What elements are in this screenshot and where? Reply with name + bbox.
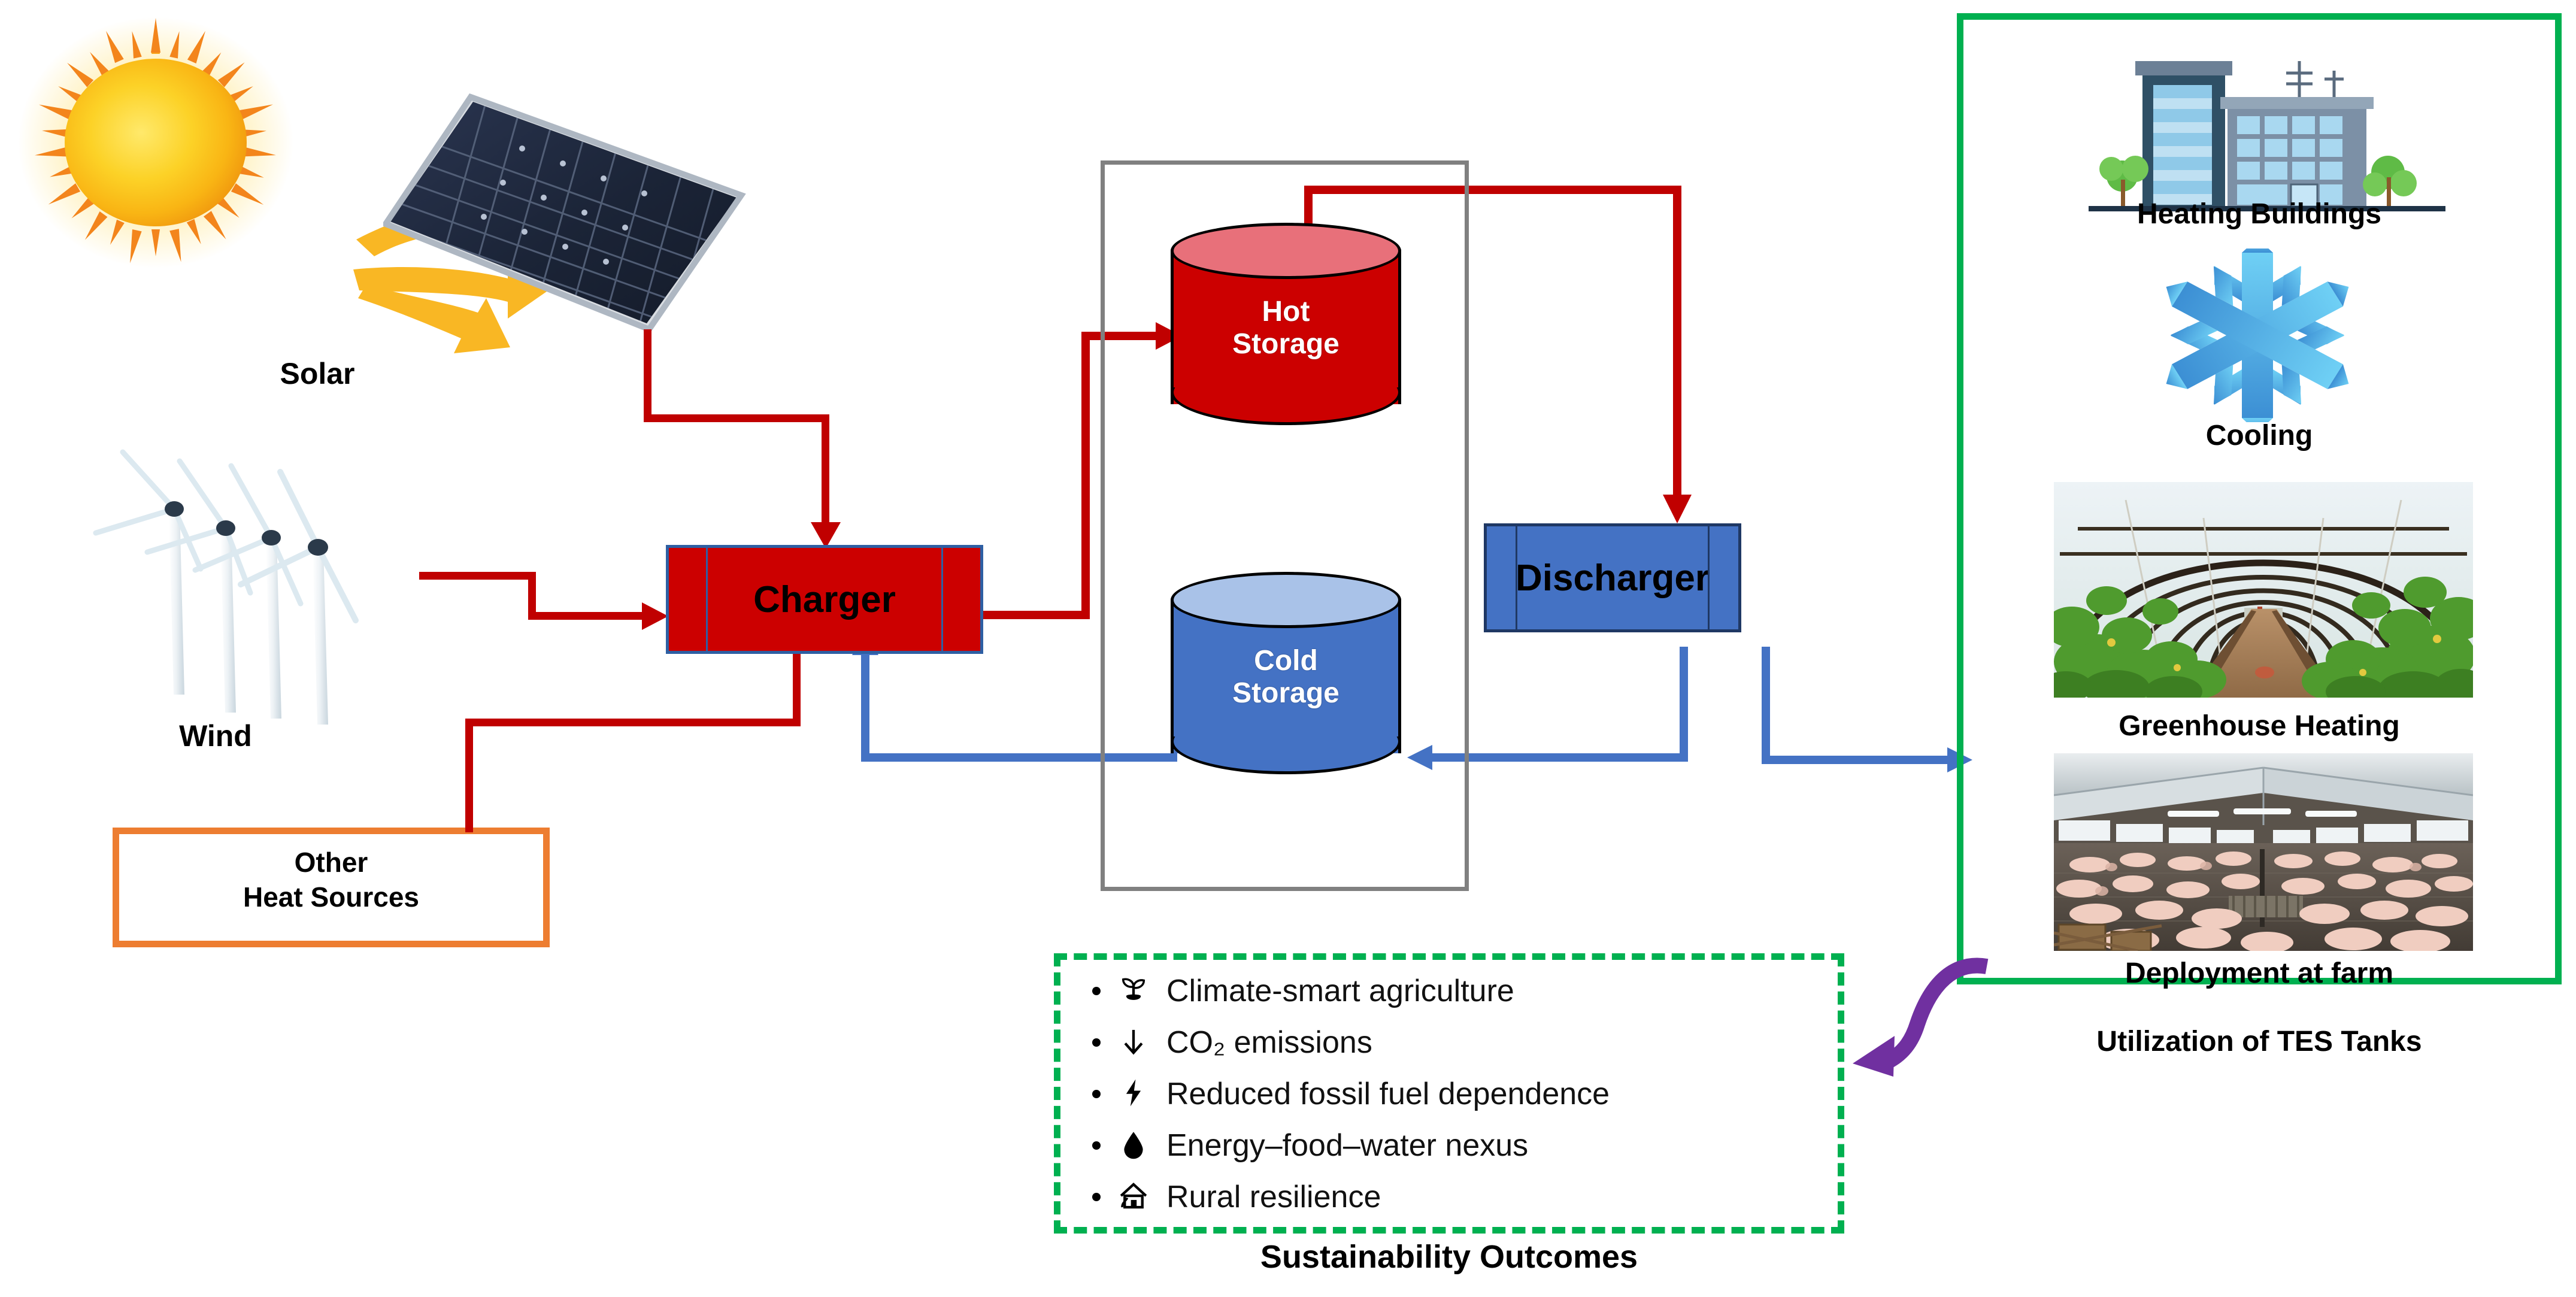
sustainability-outcomes-list: Climate-smart agriculture CO₂ emissions … xyxy=(1078,965,1832,1223)
connector-hot-to-discharger-h xyxy=(1304,186,1681,194)
list-item: Climate-smart agriculture xyxy=(1078,965,1832,1017)
cold-storage-label: Cold Storage xyxy=(1171,645,1401,710)
outcome-label-4: Rural resilience xyxy=(1166,1180,1381,1214)
bullet-dot xyxy=(1092,1038,1101,1047)
hot-storage-label: Hot Storage xyxy=(1171,296,1401,360)
connector-solar-vertical-1 xyxy=(644,329,651,422)
discharger-label: Discharger xyxy=(1516,557,1710,599)
list-item: CO₂ emissions xyxy=(1078,1017,1832,1068)
connector-charger-to-hot-h1 xyxy=(982,611,1090,619)
connector-cold-to-charger-v xyxy=(861,654,869,762)
other-heat-sources-box xyxy=(113,828,550,947)
lightning-bolt-icon xyxy=(1101,1077,1166,1111)
seedling-icon xyxy=(1101,974,1166,1008)
outcome-label-1: CO₂ emissions xyxy=(1166,1025,1372,1060)
cold-storage-tank: Cold Storage xyxy=(1171,572,1401,778)
connector-hot-to-discharger-v2 xyxy=(1673,186,1681,503)
utilization-panel xyxy=(1957,13,2562,984)
charger-divider-right xyxy=(941,548,943,651)
sustainability-outcomes-caption: Sustainability Outcomes xyxy=(1260,1239,1638,1275)
outcome-label-0: Climate-smart agriculture xyxy=(1166,974,1514,1008)
arrow-wind-to-charger xyxy=(642,602,668,630)
charger-box[interactable]: Charger xyxy=(666,545,983,654)
charger-label: Charger xyxy=(753,578,896,620)
connector-solar-horizontal xyxy=(644,414,829,422)
office-building-icon xyxy=(2078,42,2455,222)
connector-cold-to-charger-h xyxy=(861,753,1177,762)
connector-wind-horizontal-2 xyxy=(528,612,648,620)
connector-discharger-to-cold-v xyxy=(1680,647,1688,762)
pig-barn-photo xyxy=(2054,753,2473,951)
discharger-box[interactable]: Discharger xyxy=(1484,523,1741,632)
list-item: Reduced fossil fuel dependence xyxy=(1078,1068,1832,1120)
down-arrow-icon xyxy=(1101,1026,1166,1060)
arrow-hot-to-discharger xyxy=(1663,495,1692,523)
other-heat-sources-line2: Heat Sources xyxy=(243,881,419,913)
utilization-item-label-1: Cooling xyxy=(2205,420,2313,451)
charger-divider-left xyxy=(706,548,708,651)
cold-storage-top-cap xyxy=(1171,572,1401,628)
wind-source-label: Wind xyxy=(179,719,252,753)
solar-panel-icon xyxy=(381,84,754,341)
purple-curved-arrow-icon xyxy=(1824,953,1998,1091)
connector-other-horizontal xyxy=(465,719,801,726)
connector-other-vertical-1 xyxy=(465,719,473,832)
discharger-divider-right xyxy=(1708,526,1710,629)
solar-source-label: Solar xyxy=(280,357,355,390)
connector-discharger-to-cold-h xyxy=(1431,753,1688,762)
connector-discharger-to-panel-h xyxy=(1762,756,1953,764)
hot-storage-line1: Hot xyxy=(1262,296,1310,328)
utilization-item-label-3: Deployment at farm xyxy=(2125,957,2394,989)
tes-enclosure-box xyxy=(1101,160,1469,891)
hot-storage-top-cap xyxy=(1171,223,1401,279)
utilization-item-label-0: Heating Buildings xyxy=(2137,198,2381,230)
connector-charger-to-hot-v xyxy=(1081,332,1090,619)
wind-turbines-icon xyxy=(90,419,479,754)
other-heat-sources-label: Other Heat Sources xyxy=(113,846,550,914)
discharger-divider-left xyxy=(1516,526,1517,629)
house-icon xyxy=(1101,1180,1166,1214)
sun-icon xyxy=(6,6,305,275)
outcome-label-2: Reduced fossil fuel dependence xyxy=(1166,1077,1610,1111)
greenhouse-photo xyxy=(2054,482,2473,698)
bullet-dot xyxy=(1092,1193,1101,1201)
hot-storage-tank: Hot Storage xyxy=(1171,223,1401,429)
arrow-solar-to-charger xyxy=(811,522,841,549)
snowflake-icon xyxy=(2078,238,2437,432)
utilization-caption: Utilization of TES Tanks xyxy=(2096,1026,2422,1057)
cold-storage-line2: Storage xyxy=(1232,677,1339,709)
bullet-dot xyxy=(1092,1090,1101,1098)
connector-discharger-to-panel-v xyxy=(1762,647,1770,764)
bullet-dot xyxy=(1092,1141,1101,1150)
sustainability-outcomes-box xyxy=(1054,953,1844,1234)
connector-wind-horizontal-1 xyxy=(419,572,536,580)
connector-other-vertical-2 xyxy=(793,654,801,723)
utilization-item-label-2: Greenhouse Heating xyxy=(2119,710,2400,742)
connector-solar-vertical-2 xyxy=(822,414,829,528)
bullet-dot xyxy=(1092,987,1101,995)
list-item: Rural resilience xyxy=(1078,1171,1832,1223)
water-droplet-icon xyxy=(1101,1129,1166,1163)
outcome-label-3: Energy–food–water nexus xyxy=(1166,1128,1529,1163)
list-item: Energy–food–water nexus xyxy=(1078,1120,1832,1171)
arrow-discharger-to-cold-storage xyxy=(1407,745,1432,770)
connector-wind-vertical xyxy=(528,572,536,619)
hot-storage-line2: Storage xyxy=(1232,328,1339,360)
cold-storage-line1: Cold xyxy=(1254,645,1318,677)
other-heat-sources-line1: Other xyxy=(294,847,368,878)
